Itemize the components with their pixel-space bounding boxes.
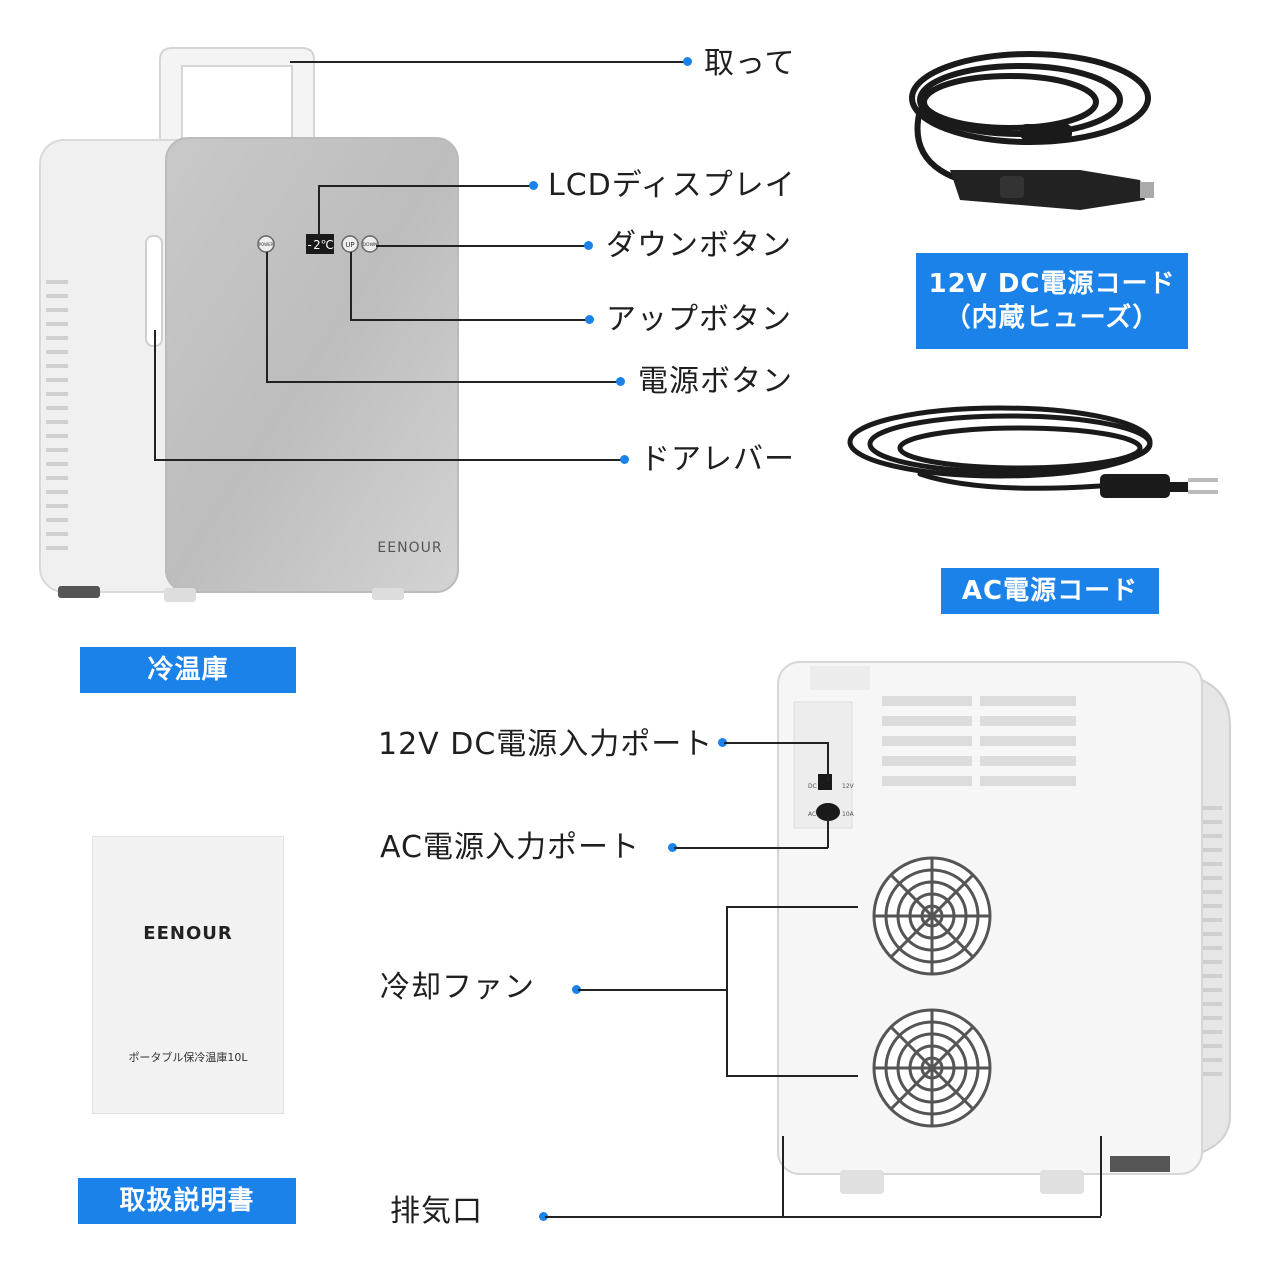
- up-button-label: アップボタン: [606, 302, 792, 337]
- fridge-front-image: -2℃ UP DOWN POWER EENOUR: [39, 47, 459, 602]
- port-ac-rating: 10A: [842, 811, 855, 818]
- ac-port-label: AC電源入力ポート: [380, 830, 640, 865]
- fridge-badge: 冷温庫: [80, 647, 296, 693]
- handle-label: 取って: [704, 46, 796, 81]
- dc-cord-badge-line1: 12V DC電源コード: [928, 269, 1176, 299]
- lcd-label: LCDディスプレイ: [548, 168, 796, 203]
- manual-booklet: EENOUR ポータブル保冷温庫10L: [92, 836, 284, 1114]
- exhaust-vent-label: 排気口: [390, 1194, 483, 1229]
- dc-port-label: 12V DC電源入力ポート: [378, 727, 714, 762]
- fridge-brand-logo: EENOUR: [377, 540, 442, 556]
- up-button-mark: UP: [345, 241, 354, 249]
- door-lever-label: ドアレバー: [640, 442, 795, 477]
- cooling-fan-label: 冷却ファン: [380, 970, 535, 1005]
- port-dc-voltage: 12V: [842, 783, 855, 790]
- dc-cord-badge: 12V DC電源コード （内蔵ヒューズ）: [916, 253, 1188, 349]
- manual-badge: 取扱説明書: [78, 1178, 296, 1224]
- down-button-mark: DOWN: [363, 242, 378, 248]
- dc-power-cord-image: [909, 51, 1154, 210]
- power-button-label: 電源ボタン: [638, 364, 793, 399]
- port-dc-mark: DC: [808, 783, 817, 790]
- power-button-mark: POWER: [259, 242, 274, 247]
- lcd-readout: -2℃: [306, 238, 334, 252]
- manual-title: ポータブル保冷温庫10L: [128, 1051, 248, 1064]
- down-button-label: ダウンボタン: [606, 228, 792, 263]
- dc-cord-badge-line2: （内蔵ヒューズ）: [944, 303, 1160, 333]
- ac-power-cord-image: [847, 405, 1218, 498]
- manual-brand: EENOUR: [143, 923, 233, 944]
- ac-cord-badge: AC電源コード: [941, 568, 1159, 614]
- port-ac-mark: AC: [808, 811, 816, 818]
- fridge-back-image: DC AC 12V 10A: [777, 661, 1231, 1194]
